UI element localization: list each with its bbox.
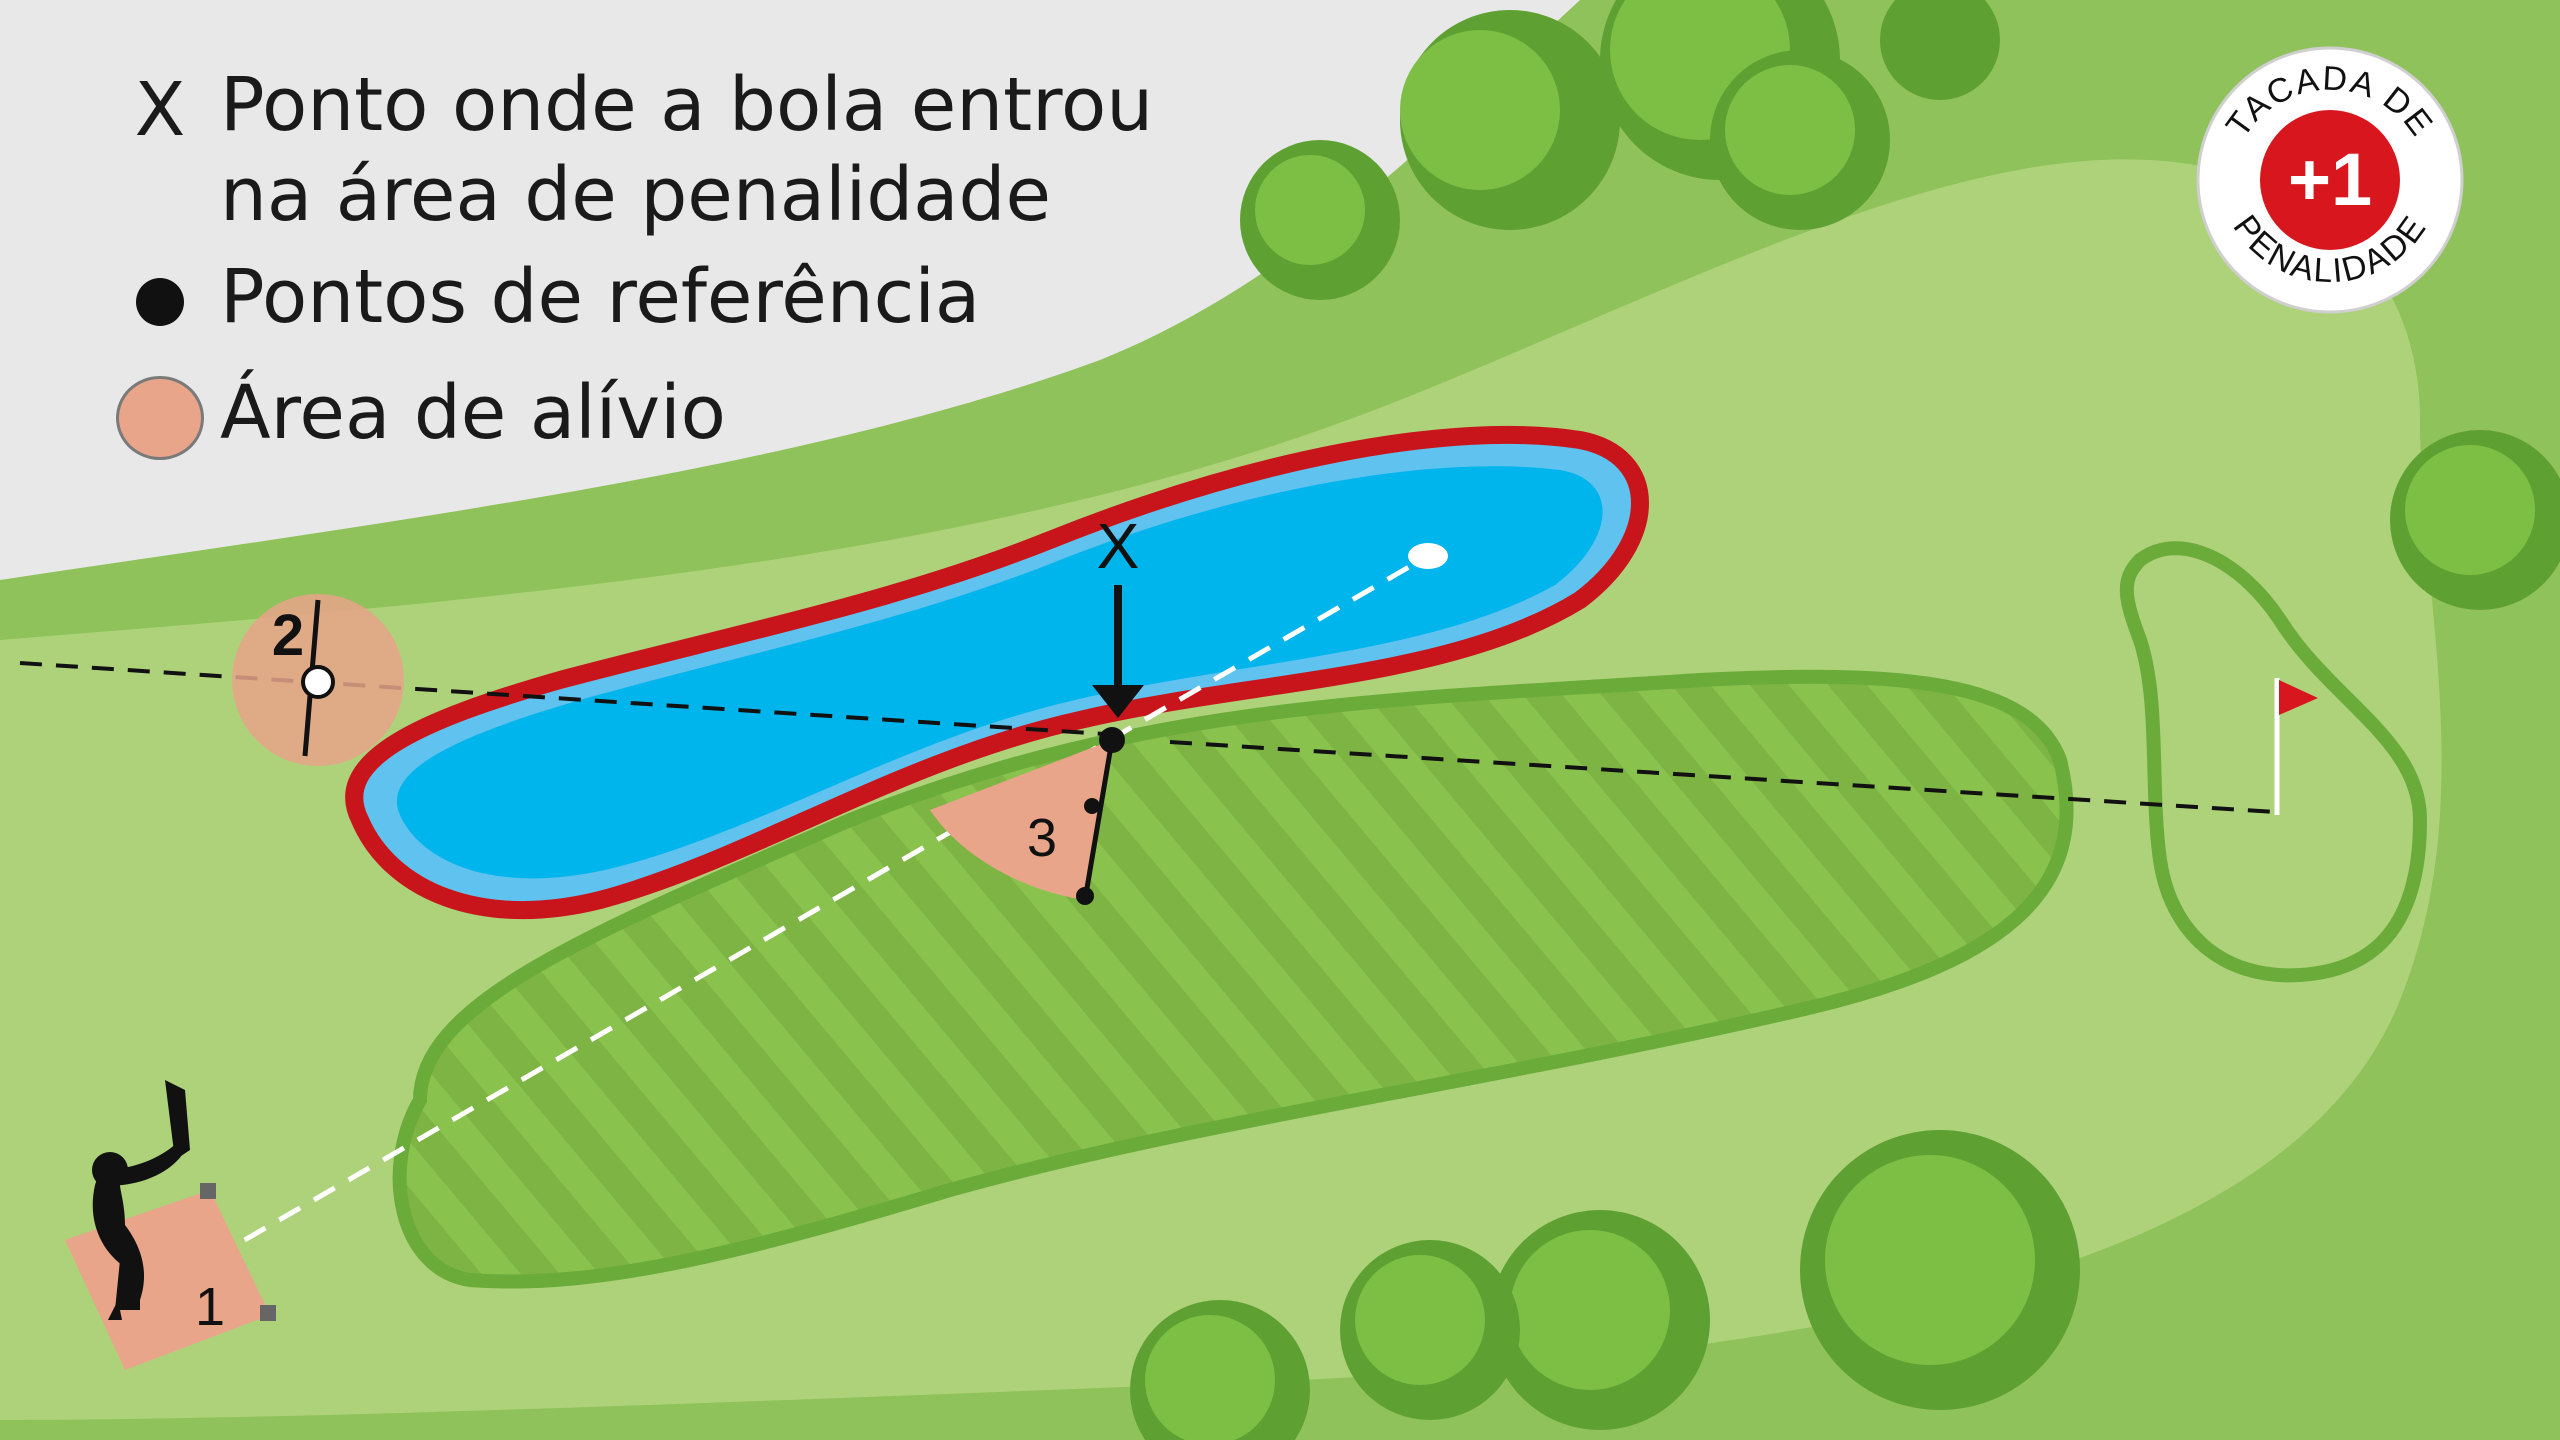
ball-flight-path	[208, 553, 1430, 1263]
reference-point-entry	[1099, 727, 1125, 753]
striped-fairway	[392, 669, 2074, 1289]
legend-dot-symbol	[136, 278, 184, 326]
flag	[2279, 680, 2318, 715]
relief-area-3	[930, 740, 1112, 900]
badge-value: +1	[2288, 138, 2372, 221]
legend-entry-point-label: Ponto onde a bola entrou na área de pena…	[220, 62, 1154, 238]
back-on-line	[19, 661, 1121, 737]
legend-area-symbol	[116, 376, 204, 460]
option-2-label: 2	[272, 603, 304, 668]
tree-cluster-top	[1240, 0, 2000, 300]
golfer-icon	[92, 1080, 190, 1320]
line-to-flag	[1169, 740, 2276, 814]
legend-entry-point: X Ponto onde a bola entrou na área de pe…	[100, 60, 1154, 240]
water-hazard	[396, 466, 1603, 879]
entry-arrow-head	[1092, 685, 1144, 718]
reference-point-2	[301, 665, 335, 699]
option-1-label: 1	[195, 1277, 225, 1337]
putting-green	[2119, 541, 2428, 983]
tree-right	[2390, 430, 2560, 610]
tee-marker-top	[200, 1183, 216, 1199]
legend-x-symbol: X	[134, 67, 186, 153]
legend-reference-points-label: Pontos de referência	[220, 254, 981, 340]
legend: X Ponto onde a bola entrou na área de pe…	[100, 60, 1153, 468]
tee-marker-bottom	[260, 1305, 276, 1321]
legend-relief-area: Área de alívio	[100, 368, 1153, 468]
reference-point-3b	[1084, 798, 1100, 814]
reference-point-3c	[1076, 887, 1094, 905]
entry-x-label: X	[1097, 510, 1140, 582]
tree-cluster-bottom	[1130, 1130, 2080, 1440]
legend-relief-area-label: Área de alívio	[220, 370, 726, 456]
legend-reference-points: Pontos de referência	[100, 252, 1153, 352]
penalty-badge: TACADA DE PENALIDADE +1	[2196, 46, 2464, 314]
option-3-label: 3	[1027, 808, 1057, 868]
relief-area-3-edge	[1082, 739, 1115, 901]
